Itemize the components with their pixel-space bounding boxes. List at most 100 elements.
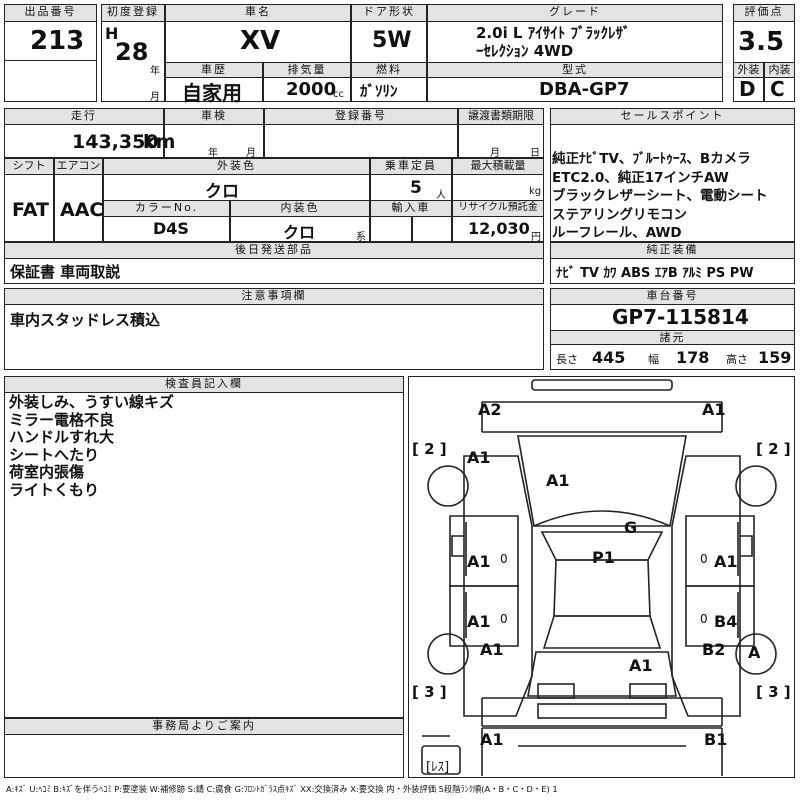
caution-text: 車内スタッドレス積込 <box>10 311 161 329</box>
color-no-label: カラーNo. <box>103 200 230 217</box>
inspector-note: 荷室内張傷 <box>9 463 85 481</box>
length: 445 <box>592 348 626 367</box>
yen-unit: 円 <box>531 232 541 243</box>
damage-mark: B2 <box>702 640 726 659</box>
year-unit: 年 <box>150 66 160 77</box>
office-label: 事務局よりご案内 <box>4 718 404 735</box>
inspection-month-unit: 月 <box>246 148 256 159</box>
inspector-note: ハンドルすれ大 <box>9 428 115 446</box>
shift-label: シフト <box>4 158 54 175</box>
inspector-note: シートへたり <box>9 445 100 464</box>
damage-mark: A <box>748 643 761 662</box>
model-label: 型式 <box>427 62 723 78</box>
damage-mark: A1 <box>546 471 570 490</box>
sales-point-item: ステアリングリモコン <box>552 206 687 223</box>
fuel-label: 燃料 <box>351 62 427 78</box>
damage-mark: A1 <box>714 552 738 571</box>
color-number: D4S <box>153 219 189 238</box>
damage-mark: A1 <box>702 400 726 419</box>
tire-zero-mark: 0 <box>500 612 508 626</box>
mileage: 143,350 <box>72 131 159 153</box>
panel-bracket: [ 3 ] <box>756 683 791 701</box>
kg-unit: kg <box>529 186 542 197</box>
history-label: 車歴 <box>165 62 263 78</box>
tire-zero-mark: 0 <box>500 552 508 566</box>
fuel: ｶﾞｿﾘﾝ <box>360 82 398 100</box>
inspector-note: 外装しみ、うすい線キズ <box>9 393 175 411</box>
first-reg-label: 初度登録 <box>101 4 165 22</box>
door-type: 5W <box>372 28 412 53</box>
registration-year: 28 <box>115 38 149 66</box>
width: 178 <box>676 348 710 367</box>
oem-equipment: ﾅﾋﾞ TV ｶﾜ ABS ｴｱB ｱﾙﾐ PS PW <box>556 266 754 281</box>
height-label: 高さ <box>726 353 748 366</box>
score-label: 評価点 <box>733 4 795 22</box>
transfer-doc-label: 譲渡書類期限 <box>458 108 544 125</box>
width-label: 幅 <box>648 353 659 366</box>
km-unit: km <box>143 131 176 153</box>
damage-mark: B1 <box>704 730 728 749</box>
car-name: XV <box>240 26 281 56</box>
later-parts-label: 後日発送部品 <box>4 242 544 259</box>
reg-number-label: 登録番号 <box>264 108 458 125</box>
inspector-notes: 外装しみ、うすい線キズ ミラー電格不良 ハンドルすれ大 シートへたり 荷室内張傷… <box>9 393 175 499</box>
history: 自家用 <box>182 81 242 105</box>
grade-line-1: 2.0i L ｱｲｻｲﾄ ﾌﾞﾗｯｸﾚｻﾞ <box>476 24 631 42</box>
tire-zero-mark: 0 <box>700 612 708 626</box>
grade-line-2: ｰｾﾚｸｼｮﾝ 4WD <box>476 42 574 60</box>
recycle-label: リサイクル預託金 <box>452 200 544 217</box>
damage-mark: G <box>624 518 638 537</box>
interior-color: クロ <box>283 223 316 242</box>
chassis-label: 車台番号 <box>550 288 795 305</box>
door-label: ドア形状 <box>351 4 427 22</box>
import-label: 輸入車 <box>370 200 452 217</box>
sales-point-item: 純正ﾅﾋﾞTV、ﾌﾞﾙｰﾄｩｰｽ、Bカメラ <box>552 151 751 167</box>
sales-point-item: ルーフレール、AWD <box>552 225 682 241</box>
damage-mark: P1 <box>592 548 615 567</box>
transfer-day-unit: 日 <box>530 148 540 159</box>
chassis-number: GP7-115814 <box>612 305 749 329</box>
displacement: 2000 <box>286 79 337 100</box>
inspector-label: 検査員記入欄 <box>4 376 404 393</box>
height: 159 <box>758 348 792 367</box>
panel-bracket: [ 2 ] <box>756 440 791 458</box>
max-load-label: 最大積載量 <box>452 158 544 175</box>
recycle-fee: 12,030 <box>468 219 530 238</box>
transfer-month-unit: 月 <box>490 148 500 159</box>
capacity: 5 <box>410 178 422 198</box>
damage-mark: B4 <box>714 612 738 631</box>
sales-point-item: ブラックレザーシート、電動シート <box>552 188 768 204</box>
damage-mark: A1 <box>467 612 491 631</box>
damage-mark: A1 <box>467 552 491 571</box>
oem-equipment-label: 純正装備 <box>550 242 795 259</box>
damage-mark: A1 <box>480 640 504 659</box>
sales-point-list: 純正ﾅﾋﾞTV、ﾌﾞﾙｰﾄｩｰｽ、Bカメラ ETC2.0、純正17インチAW ブ… <box>552 150 767 243</box>
length-label: 長さ <box>556 353 578 366</box>
ac-label: エアコン <box>54 158 103 175</box>
damage-mark: A1 <box>480 730 504 749</box>
inspector-note: ミラー電格不良 <box>9 410 115 429</box>
exterior-color: クロ <box>205 182 239 202</box>
mileage-label: 走行 <box>4 108 164 125</box>
caution-label: 注意事項欄 <box>4 288 544 305</box>
month-unit: 月 <box>150 92 160 103</box>
inspection-year-unit: 年 <box>208 148 218 159</box>
car-diagram-drawing <box>421 379 777 776</box>
grade-label: グレード <box>427 4 723 22</box>
specs-label: 諸元 <box>550 330 795 345</box>
car-diagram <box>408 376 795 778</box>
interior-label: 内装 <box>764 62 795 78</box>
panel-bracket: [ 2 ] <box>412 440 447 458</box>
car-name-label: 車名 <box>165 4 351 22</box>
sales-point-item: ETC2.0、純正17インチAW <box>552 169 729 186</box>
score: 3.5 <box>738 27 785 57</box>
era: H <box>105 24 119 43</box>
sales-point-label: セールスポイント <box>550 108 795 125</box>
person-unit: 人 <box>436 190 446 201</box>
later-parts: 保証書 車両取説 <box>10 263 121 281</box>
ext-color-label: 外装色 <box>103 158 370 175</box>
lot-number-label: 出品番号 <box>4 4 97 22</box>
inspector-note: ライトくもり <box>9 480 100 499</box>
damage-mark: A1 <box>467 448 491 467</box>
int-color-suffix: 系 <box>356 232 366 243</box>
